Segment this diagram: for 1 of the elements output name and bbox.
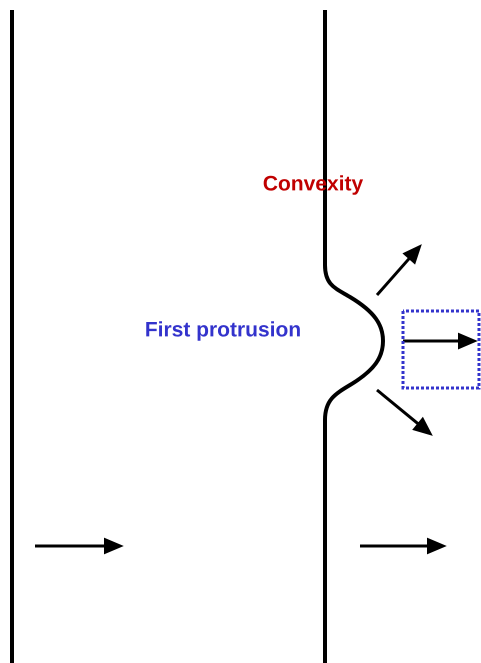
label: First protrusion: [146, 321, 300, 341]
